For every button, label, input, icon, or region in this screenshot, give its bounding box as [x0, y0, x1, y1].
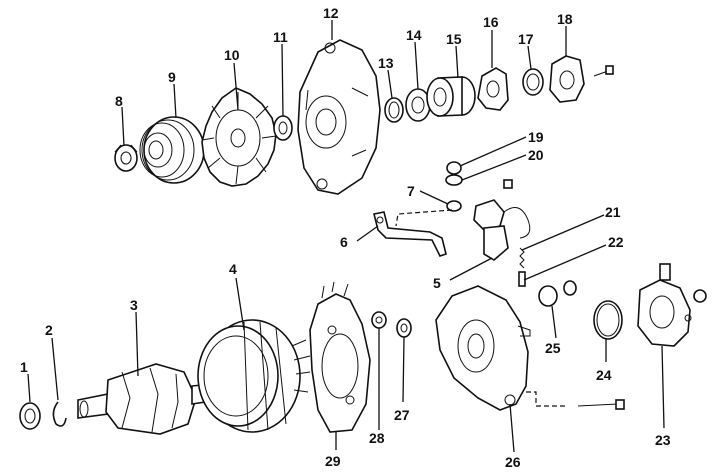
part-bush-2: [396, 318, 412, 338]
part-bush: [371, 311, 387, 329]
leader-lines: [27, 20, 665, 453]
callout-7: 7: [407, 183, 415, 199]
part-retainer-plate: [477, 67, 509, 111]
part-circlip: [52, 401, 67, 427]
callout-10: 10: [224, 47, 240, 63]
part-small-washer: [446, 200, 462, 212]
callout-25: 25: [545, 340, 561, 356]
callout-28: 28: [369, 430, 385, 446]
callout-8: 8: [115, 93, 123, 109]
part-o-ring: [593, 300, 623, 340]
callout-14: 14: [406, 27, 422, 43]
callout-22: 22: [608, 234, 624, 250]
part-bracket: [373, 211, 447, 257]
callout-15: 15: [446, 31, 462, 47]
callout-5: 5: [433, 275, 441, 291]
callout-6: 6: [340, 234, 348, 250]
callout-16: 16: [483, 14, 499, 30]
part-rectifier: [309, 281, 371, 433]
part-ring: [384, 97, 404, 123]
part-cover-plate: [549, 55, 614, 103]
callout-26: 26: [505, 454, 521, 470]
part-nut-washer: [445, 161, 463, 186]
part-vacuum-pump: [637, 263, 707, 347]
part-stator: [197, 319, 311, 433]
part-pulley: [139, 116, 205, 184]
callout-20: 20: [528, 147, 544, 163]
callout-4: 4: [229, 261, 237, 277]
callout-labels: 1 2 3 4 5 6 7 8 9 10 11 12 13 14 15 16 1…: [20, 5, 671, 470]
callout-18: 18: [557, 11, 573, 27]
part-thrust-washer: [19, 402, 41, 430]
callout-17: 17: [518, 31, 534, 47]
callout-11: 11: [273, 29, 288, 45]
part-slip-ring-housing: [435, 285, 625, 411]
part-bearing: [426, 76, 476, 117]
callout-29: 29: [325, 453, 341, 469]
callout-21: 21: [605, 204, 621, 220]
callout-13: 13: [378, 55, 394, 71]
callout-27: 27: [394, 407, 410, 423]
callout-2: 2: [45, 322, 53, 338]
part-brush-holder: [473, 179, 531, 287]
callout-23: 23: [655, 432, 671, 448]
part-ring-2: [522, 68, 544, 96]
callout-3: 3: [130, 297, 138, 313]
part-nut: [114, 144, 138, 172]
part-fan: [201, 87, 277, 187]
callout-12: 12: [323, 5, 339, 21]
leader-dashed: [395, 209, 453, 227]
callout-19: 19: [528, 129, 544, 145]
callout-9: 9: [168, 69, 176, 85]
callout-24: 24: [596, 367, 612, 383]
part-drive-end-housing: [297, 39, 381, 195]
part-spacer: [273, 115, 293, 141]
callout-1: 1: [20, 359, 28, 375]
part-grommet: [538, 280, 577, 307]
